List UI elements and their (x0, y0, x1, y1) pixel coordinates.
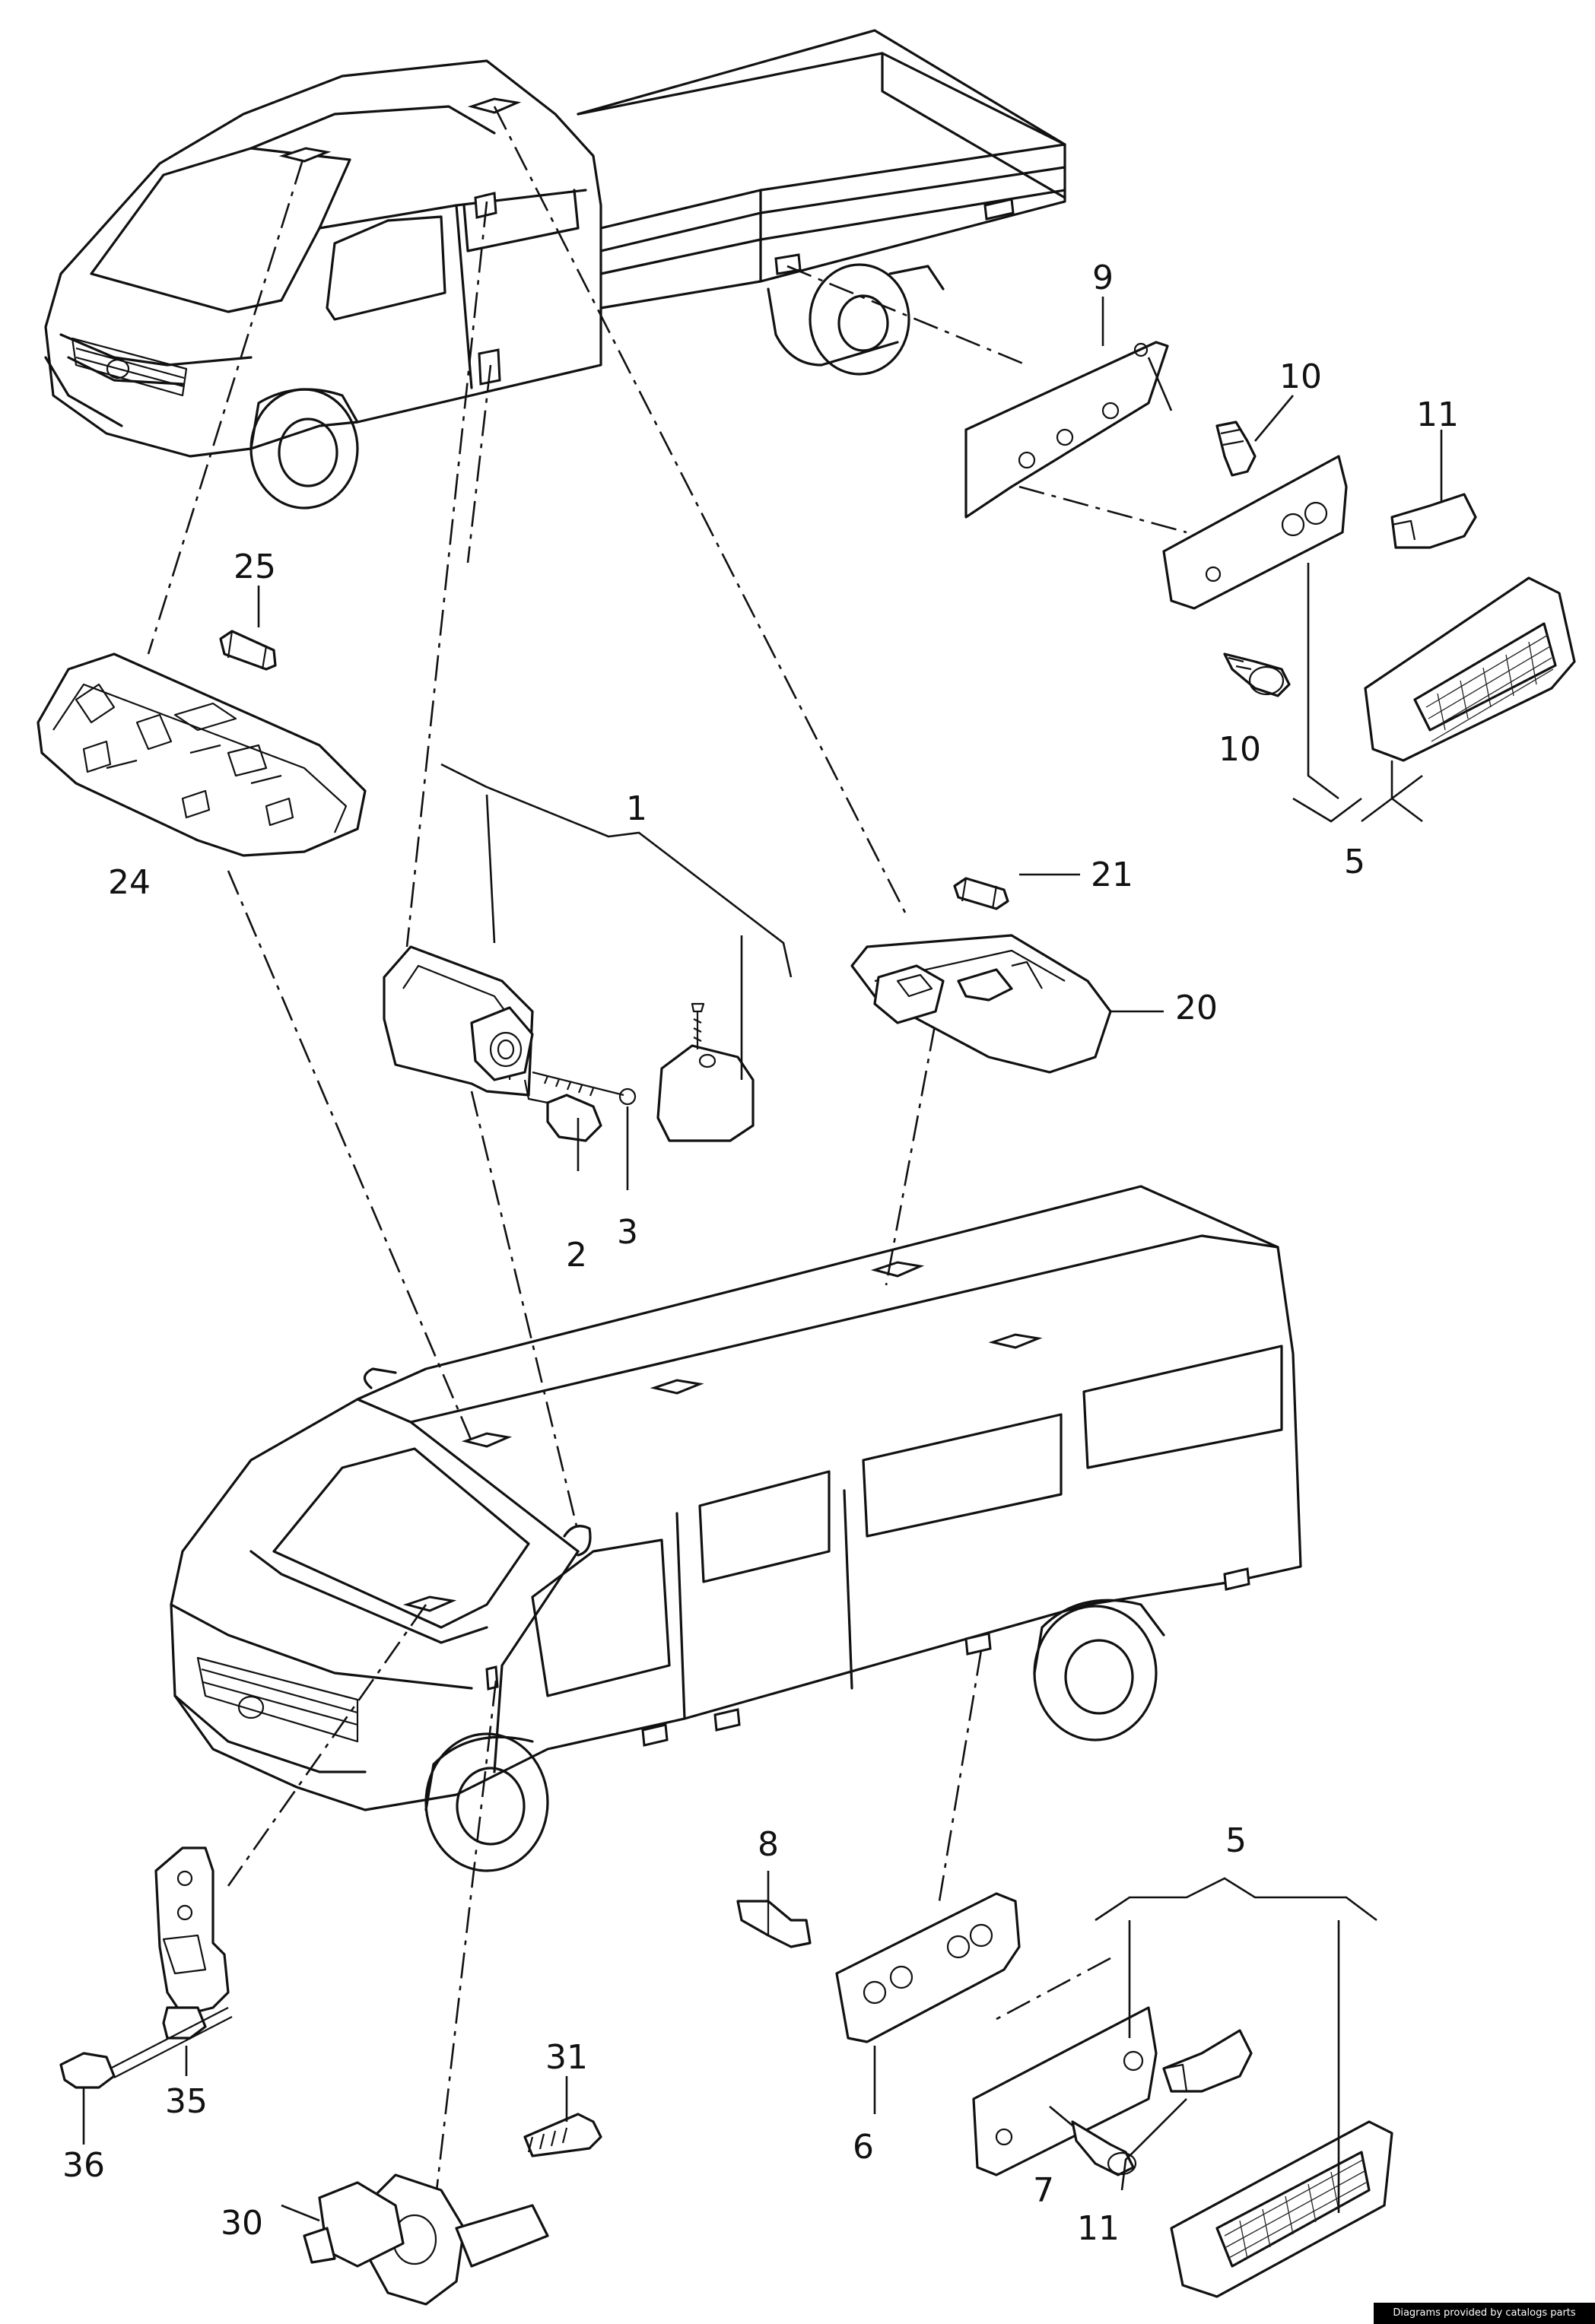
callout-20: 20 (1175, 989, 1218, 1027)
callout-36: 36 (62, 2146, 105, 2185)
callout-9: 9 (1092, 259, 1114, 297)
van-illustration (170, 1185, 1302, 1872)
callout-11-lower: 11 (1077, 2209, 1120, 2248)
part-24-dome-light-housing (37, 652, 367, 857)
part-9-mounting-bracket (964, 297, 1173, 519)
part-11-upper-bulb (1390, 430, 1477, 549)
callout-7: 7 (1033, 2171, 1054, 2210)
part-20-interior-lamp (850, 934, 1164, 1074)
part-21-festoon-bulb (953, 873, 1080, 910)
flatbed-truck-illustration (44, 29, 1066, 510)
callout-2: 2 (566, 1236, 587, 1275)
diagram-credit-badge: Diagrams provided by catalogs parts (1374, 2303, 1595, 2324)
callout-30: 30 (221, 2204, 263, 2243)
callout-24: 24 (108, 863, 151, 902)
lens-grid-lower (1224, 2159, 1367, 2259)
part-5-upper-marker-lamp (1162, 455, 1576, 823)
callout-10-lower: 10 (1218, 730, 1261, 769)
callout-10-upper: 10 (1279, 357, 1322, 396)
callout-3: 3 (617, 1213, 638, 1252)
callout-25: 25 (234, 548, 276, 586)
part-6-lamp-bracket (835, 1892, 1021, 2114)
connector-lines (147, 106, 1187, 2218)
callout-8: 8 (758, 1825, 779, 1864)
part-11-lower-bulb (1120, 2029, 1253, 2191)
callout-11-upper: 11 (1416, 395, 1459, 434)
callout-21: 21 (1091, 856, 1133, 894)
callout-31: 31 (545, 2038, 588, 2077)
callout-5-upper: 5 (1344, 843, 1365, 881)
part-7-screw (1049, 2106, 1137, 2176)
part-35-bracket (154, 1846, 230, 2076)
part-30-door-contact-switch (281, 2173, 549, 2306)
part-5-lower-marker-lamp (972, 1877, 1393, 2298)
callout-1: 1 (626, 789, 647, 828)
part-1-reading-lamp-assembly (383, 763, 793, 1190)
part-10-lower-screw (1223, 652, 1291, 697)
callout-labels: 1 2 3 5 5 6 7 8 9 10 10 11 11 20 21 24 2… (62, 259, 1459, 2248)
callout-35: 35 (165, 2082, 208, 2121)
part-36-bolt (59, 2007, 233, 2145)
part-10-upper-screw (1215, 395, 1294, 477)
lens-grid (1425, 634, 1554, 742)
part-31-screw (523, 2076, 602, 2157)
callout-6: 6 (853, 2128, 874, 2167)
part-8-push-pin (736, 1871, 812, 1948)
callout-5-lower: 5 (1225, 1821, 1247, 1860)
part-25-festoon-bulb (219, 586, 277, 671)
